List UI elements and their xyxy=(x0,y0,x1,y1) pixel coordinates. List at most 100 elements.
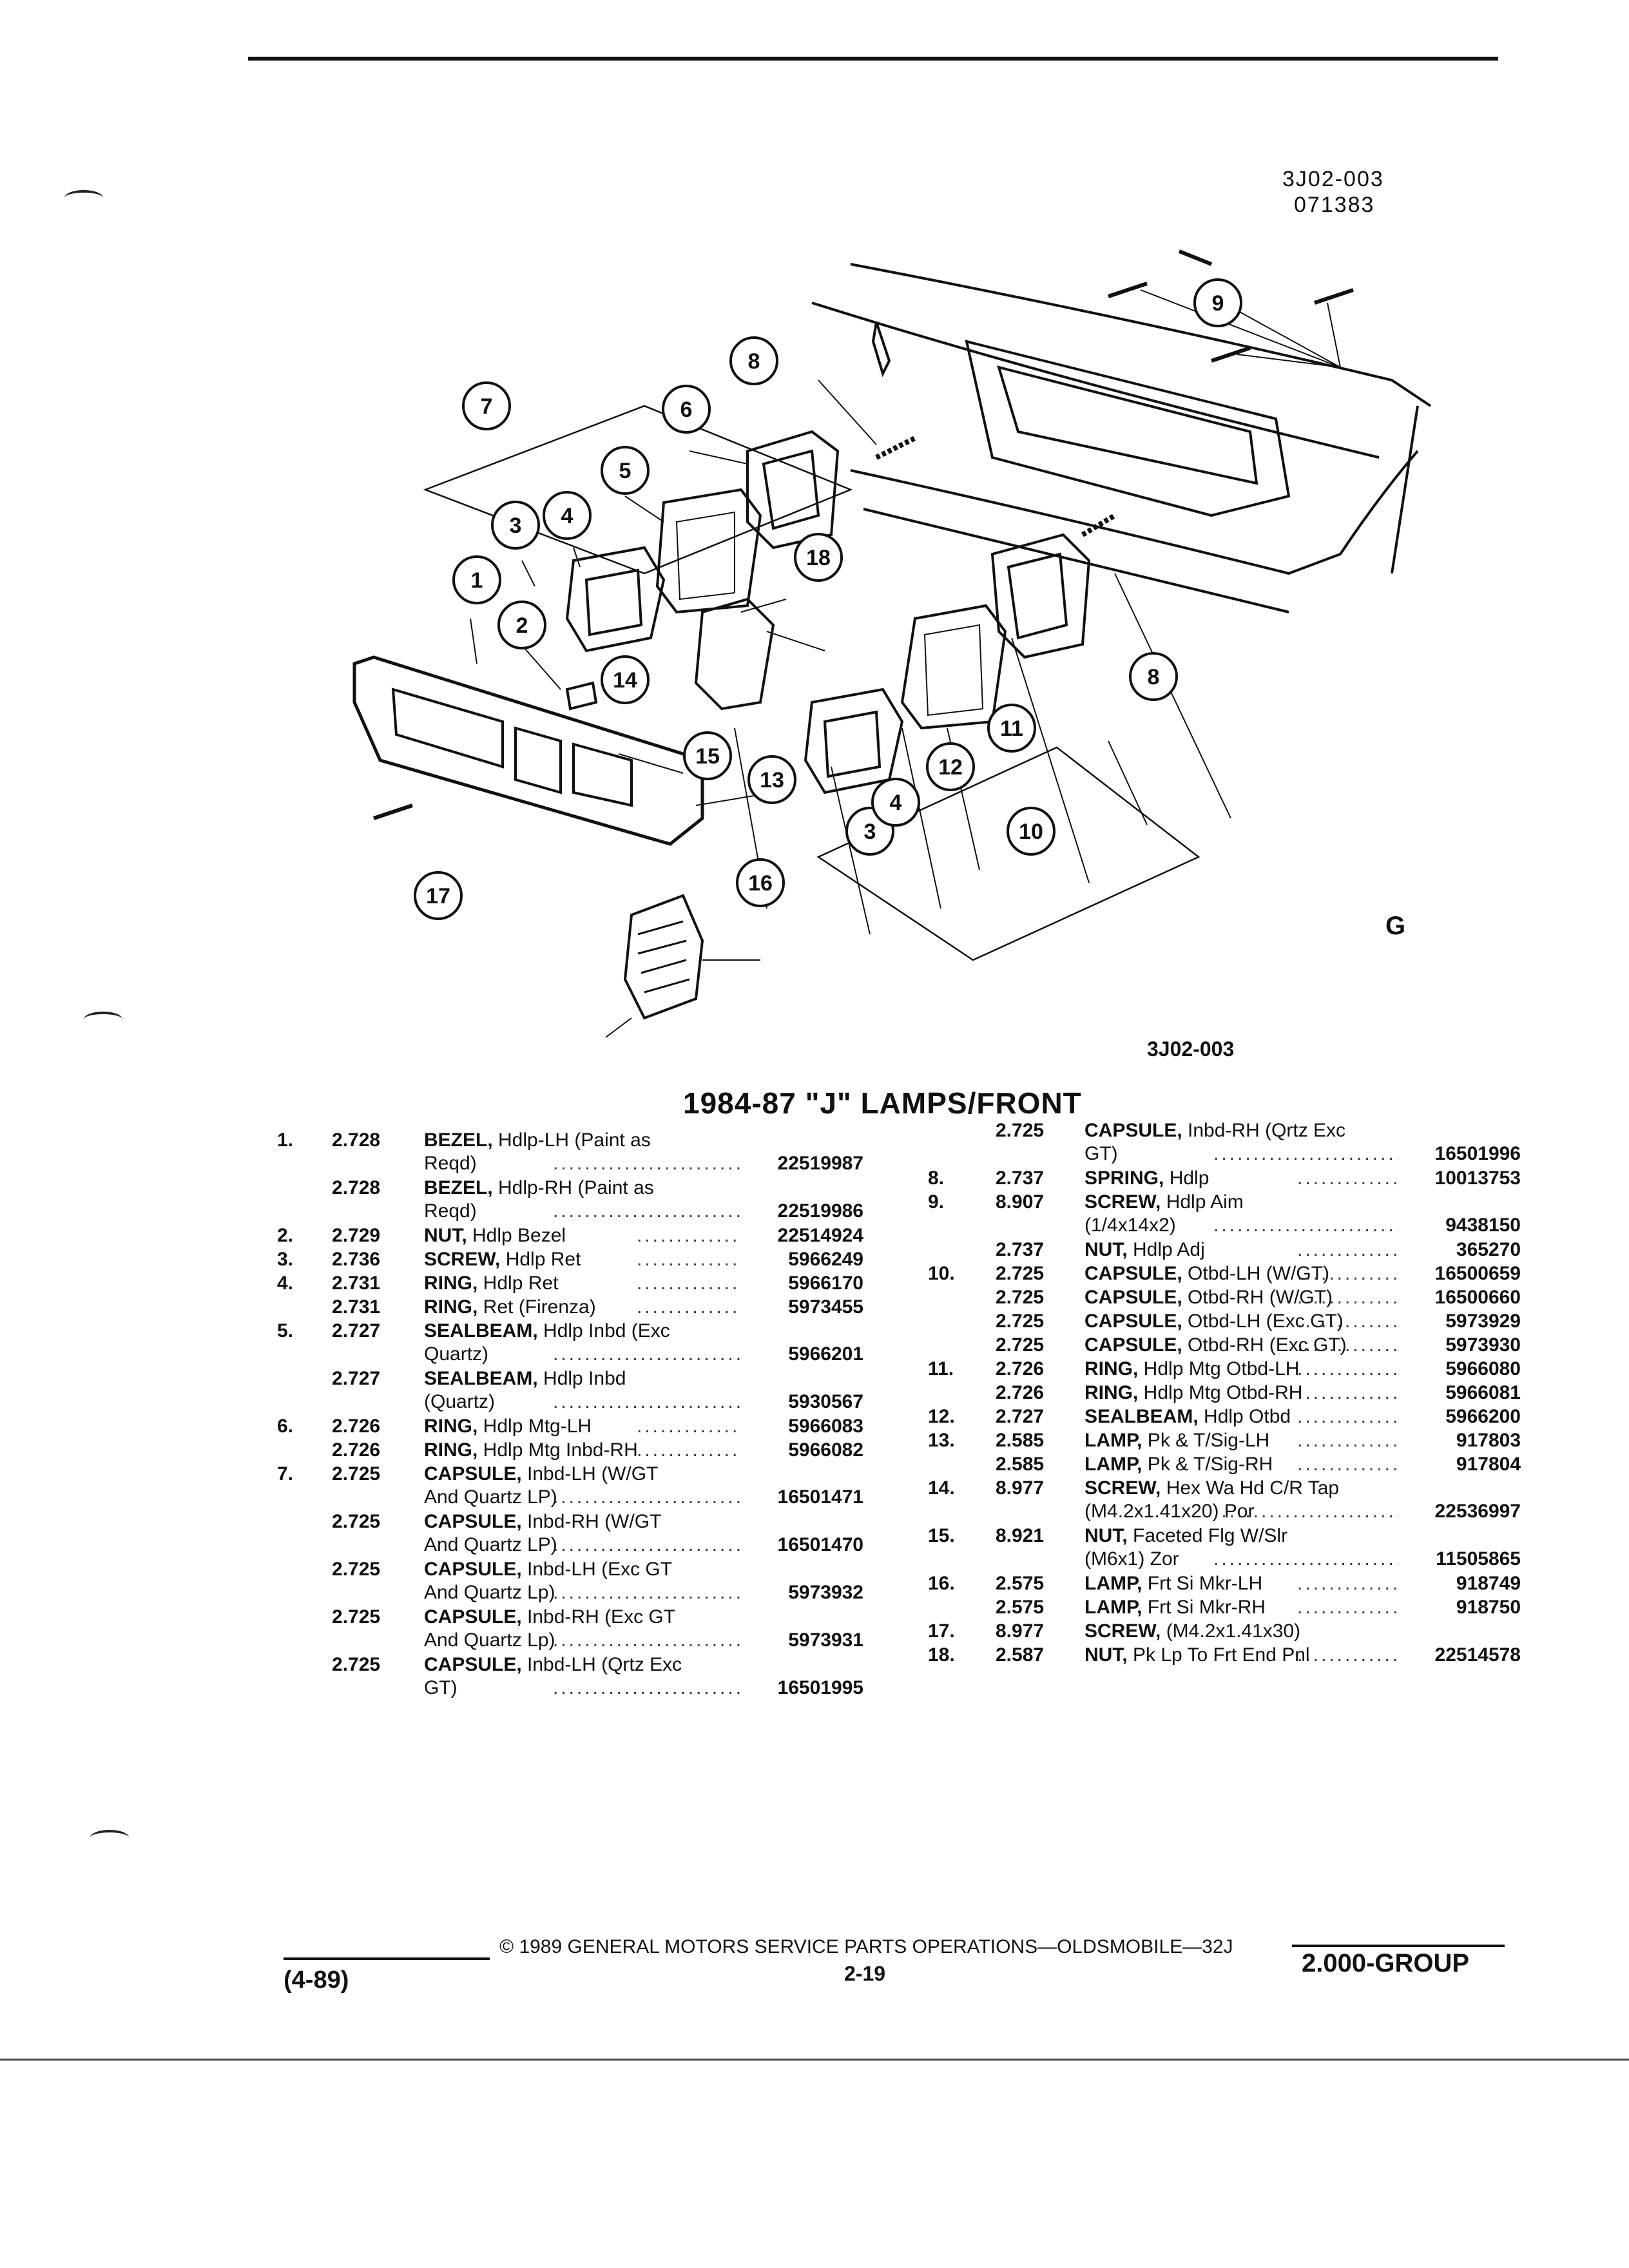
leader-dots: ........................................… xyxy=(637,1416,741,1437)
figure-id: 3J02-003 071383 xyxy=(1282,166,1384,218)
part-description: CAPSULE, Inbd-RH (W/GT xyxy=(424,1510,661,1533)
item-number: 15. xyxy=(928,1525,955,1546)
svg-text:2: 2 xyxy=(516,613,528,638)
part-number: 5966080 xyxy=(1445,1358,1521,1379)
part-number: 365270 xyxy=(1456,1239,1521,1260)
part-number: 5966082 xyxy=(788,1439,863,1461)
part-noun: LAMP, xyxy=(1084,1597,1142,1618)
part-qualifier: Hex Wa Hd C/R Tap xyxy=(1161,1477,1340,1499)
part-qualifier: Pk Lp To Frt End Pnl xyxy=(1127,1644,1310,1666)
part-qualifier: Frt Si Mkr-LH xyxy=(1142,1573,1263,1594)
part-description: NUT, Hdlp Adj xyxy=(1084,1238,1205,1262)
part-qualifier: Hdlp xyxy=(1164,1168,1210,1189)
part-noun: NUT, xyxy=(1084,1239,1128,1260)
leader-dots: ........................................… xyxy=(1297,1287,1398,1308)
part-description: SPRING, Hdlp xyxy=(1084,1167,1209,1190)
part-qualifier: Hdlp Mtg Otbd-RH xyxy=(1138,1382,1303,1403)
binder-mark xyxy=(84,1012,122,1027)
group-code: 2.736 xyxy=(332,1249,381,1270)
bezel-shape xyxy=(352,655,704,846)
part-noun: CAPSULE, xyxy=(424,1463,522,1485)
item-number: 14. xyxy=(928,1477,955,1499)
group-code: 2.725 xyxy=(996,1120,1045,1141)
sealbeam-inbd-shape xyxy=(655,488,762,614)
svg-text:17: 17 xyxy=(426,884,450,908)
svg-text:4: 4 xyxy=(561,504,574,528)
callout-8: 8 xyxy=(729,336,778,385)
leader-dots: ........................................… xyxy=(1297,1263,1398,1284)
part-number: 918750 xyxy=(1456,1597,1521,1618)
leader-dots: ........................................… xyxy=(1213,1548,1398,1570)
part-description-cont: GT) xyxy=(424,1677,458,1698)
part-noun: SCREW, xyxy=(1084,1477,1161,1499)
group-code: 2.725 xyxy=(996,1311,1045,1332)
bezel-screw xyxy=(373,803,413,820)
callout-4: 4 xyxy=(543,491,592,540)
part-noun: RING, xyxy=(424,1416,478,1437)
item-number: 17. xyxy=(928,1620,955,1642)
svg-text:12: 12 xyxy=(938,755,963,780)
group-7-outline xyxy=(423,405,853,575)
svg-text:15: 15 xyxy=(695,744,720,769)
part-number: 22536997 xyxy=(1434,1501,1521,1522)
part-description: RING, Hdlp Mtg-LH xyxy=(424,1415,592,1438)
group-code: 2.727 xyxy=(996,1406,1045,1427)
item-number: 1. xyxy=(277,1129,294,1151)
part-noun: CAPSULE, xyxy=(1084,1311,1182,1332)
car-bumper xyxy=(863,508,1289,613)
part-qualifier: Otbd-LH (Exc GT) xyxy=(1182,1311,1344,1332)
part-noun: CAPSULE, xyxy=(424,1559,522,1580)
part-qualifier: Hdlp Ret xyxy=(477,1273,559,1294)
leader-dots: ........................................… xyxy=(553,1200,741,1222)
part-qualifier: Hdlp Mtg-LH xyxy=(477,1416,592,1437)
aim-screw-cluster xyxy=(1108,249,1354,363)
group-code: 2.729 xyxy=(332,1225,381,1246)
part-noun: CAPSULE, xyxy=(1084,1287,1182,1308)
part-description-cont: GT) xyxy=(1084,1143,1118,1164)
part-description: CAPSULE, Inbd-LH (Qrtz Exc xyxy=(424,1653,682,1677)
part-description-cont: (M6x1) Zor xyxy=(1084,1548,1179,1570)
leader-dots: ........................................… xyxy=(1297,1311,1398,1332)
leader-dots: ........................................… xyxy=(553,1629,741,1651)
leader-dots: ........................................… xyxy=(1297,1358,1398,1379)
item-number: 11. xyxy=(928,1358,954,1379)
callout-13: 13 xyxy=(747,755,796,804)
binder-mark xyxy=(90,1830,129,1845)
svg-text:14: 14 xyxy=(613,668,637,693)
leader-dots: ........................................… xyxy=(553,1677,741,1698)
callout-10: 10 xyxy=(1007,807,1055,856)
part-description: SCREW, Hdlp Ret xyxy=(424,1248,581,1271)
part-qualifier: Otbd-LH (W/GT) xyxy=(1182,1263,1330,1284)
leader-dots: ........................................… xyxy=(1297,1597,1398,1618)
footer-group: 2.000-GROUP xyxy=(1302,1949,1470,1977)
part-number: 5966081 xyxy=(1445,1382,1521,1403)
part-noun: CAPSULE, xyxy=(1084,1263,1182,1284)
part-description: CAPSULE, Inbd-RH (Qrtz Exc xyxy=(1084,1119,1345,1142)
bezel-opening-2 xyxy=(514,726,562,794)
top-rule xyxy=(248,57,1498,61)
part-noun: LAMP, xyxy=(1084,1454,1142,1475)
part-number: 5966170 xyxy=(788,1273,863,1294)
car-side xyxy=(1391,405,1419,574)
part-description: NUT, Hdlp Bezel xyxy=(424,1224,566,1247)
part-noun: LAMP, xyxy=(1084,1430,1142,1451)
part-description: SEALBEAM, Hdlp Otbd xyxy=(1084,1405,1291,1428)
part-description-cont: (Quartz) xyxy=(424,1391,496,1412)
footer-page-number: 2-19 xyxy=(844,1962,886,1985)
part-qualifier: (M4.2x1.41x30) xyxy=(1161,1620,1301,1642)
item-number: 6. xyxy=(277,1416,294,1437)
part-noun: SPRING, xyxy=(1084,1168,1164,1189)
group-code: 2.728 xyxy=(332,1129,381,1151)
part-description: SEALBEAM, Hdlp Inbd xyxy=(424,1367,626,1390)
svg-text:5: 5 xyxy=(619,459,631,483)
callout-2: 2 xyxy=(497,601,546,649)
svg-text:6: 6 xyxy=(680,398,693,422)
part-description: SCREW, Hdlp Aim xyxy=(1084,1191,1244,1214)
part-qualifier: Hdlp Mtg Otbd-LH xyxy=(1138,1358,1300,1379)
part-description-cont: Quartz) xyxy=(424,1343,489,1365)
car-fascia-inner xyxy=(997,365,1258,485)
part-noun: CAPSULE, xyxy=(424,1606,522,1628)
part-qualifier: Faceted Flg W/Slr xyxy=(1127,1525,1288,1546)
part-noun: CAPSULE, xyxy=(1084,1334,1182,1356)
svg-text:3: 3 xyxy=(864,820,876,844)
